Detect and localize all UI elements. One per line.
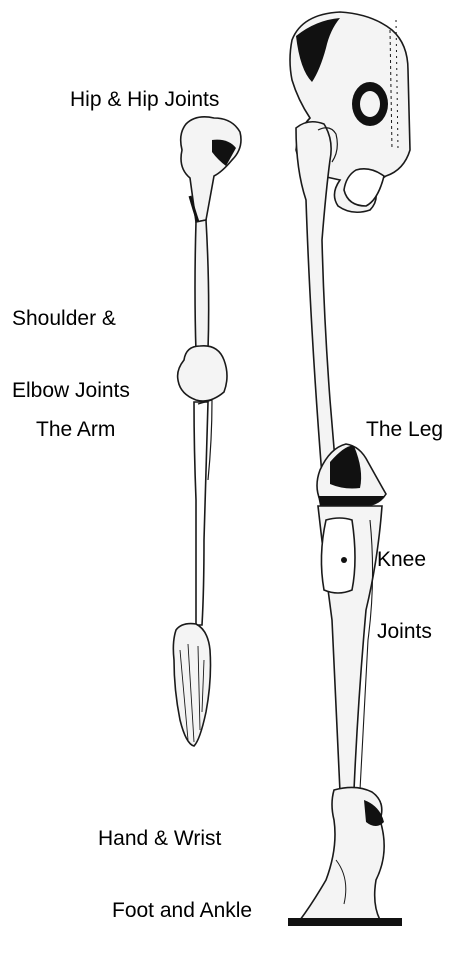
arm-bones[interactable] xyxy=(173,117,241,746)
knee-joints-label[interactable]: Knee Joints xyxy=(377,500,432,692)
hip-label-text: Hip & Hip Joints xyxy=(70,88,219,112)
leg-label[interactable]: The Leg xyxy=(366,370,443,490)
skeletal-diagram: Hip & Hip Joints Shoulder & Elbow Joints… xyxy=(0,0,474,930)
foot-ankle-label[interactable]: Foot and Ankle xyxy=(112,851,252,971)
hand-label-text: Hand & Wrist xyxy=(98,827,221,851)
arm-label-text: The Arm xyxy=(36,418,115,442)
foot-label-text: Foot and Ankle xyxy=(112,899,252,923)
ground-shadow xyxy=(288,918,402,926)
leg-label-text: The Leg xyxy=(366,418,443,442)
hand-bones[interactable] xyxy=(173,624,210,746)
forearm-bones[interactable] xyxy=(194,402,208,625)
shoulder-label-line1: Shoulder & xyxy=(12,307,130,331)
knee-label-line1: Knee xyxy=(377,548,432,572)
arm-label[interactable]: The Arm xyxy=(36,370,115,490)
hip-joints-label[interactable]: Hip & Hip Joints xyxy=(70,40,219,160)
humerus-bone[interactable] xyxy=(195,220,209,352)
knee-label-line2: Joints xyxy=(377,620,432,644)
elbow-joint[interactable] xyxy=(178,346,227,401)
